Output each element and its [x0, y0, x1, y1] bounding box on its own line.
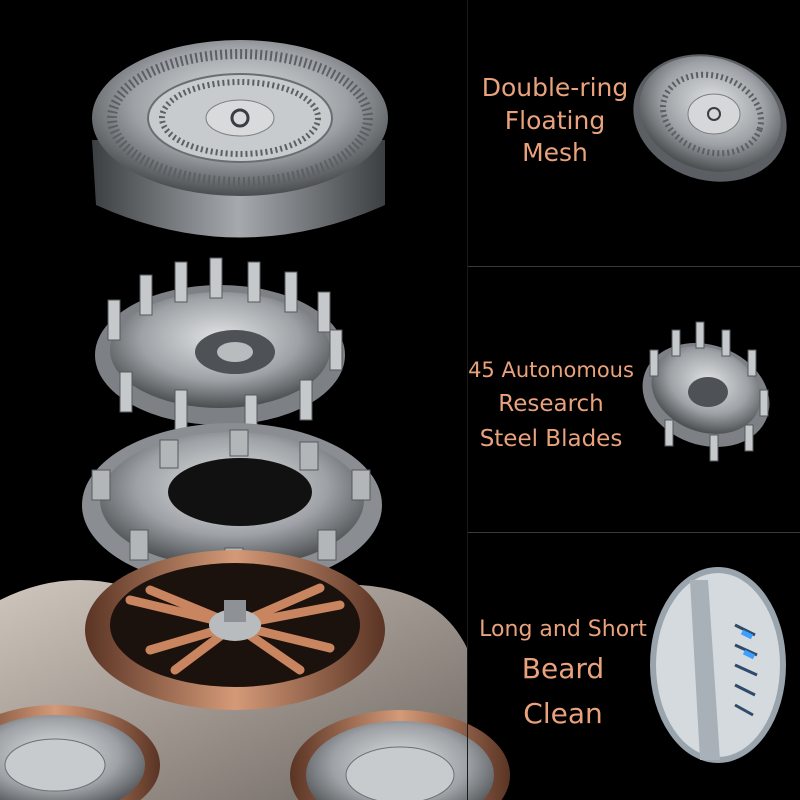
feature-line: Research	[498, 390, 604, 417]
panel-divider-1	[468, 266, 800, 267]
feature-mesh-text: Double-ring Floating Mesh	[470, 72, 640, 170]
feature-line: Mesh	[522, 138, 588, 167]
beard-detail-image	[650, 567, 786, 763]
blade-cutter-main	[95, 257, 345, 432]
panel-divider-2	[468, 532, 800, 533]
feature-beard-text: Long and Short Beard Clean	[472, 612, 654, 737]
feature-line: Steel Blades	[479, 426, 623, 453]
feature-line: 45 Autonomous	[468, 358, 634, 382]
mesh-head-main	[92, 40, 388, 238]
feature-line: Clean	[523, 696, 603, 730]
feature-line: Beard	[521, 652, 605, 686]
mesh-head-image	[633, 54, 787, 182]
shaver-body	[0, 550, 510, 800]
feature-blades-text: 45 Autonomous Research Steel Blades	[468, 354, 634, 458]
feature-line: Double-ring	[481, 73, 629, 102]
panel-vertical-divider	[467, 0, 468, 800]
feature-line: Floating	[504, 105, 606, 135]
feature-line: Long and Short	[479, 617, 647, 642]
blade-cutter-image	[642, 321, 770, 462]
